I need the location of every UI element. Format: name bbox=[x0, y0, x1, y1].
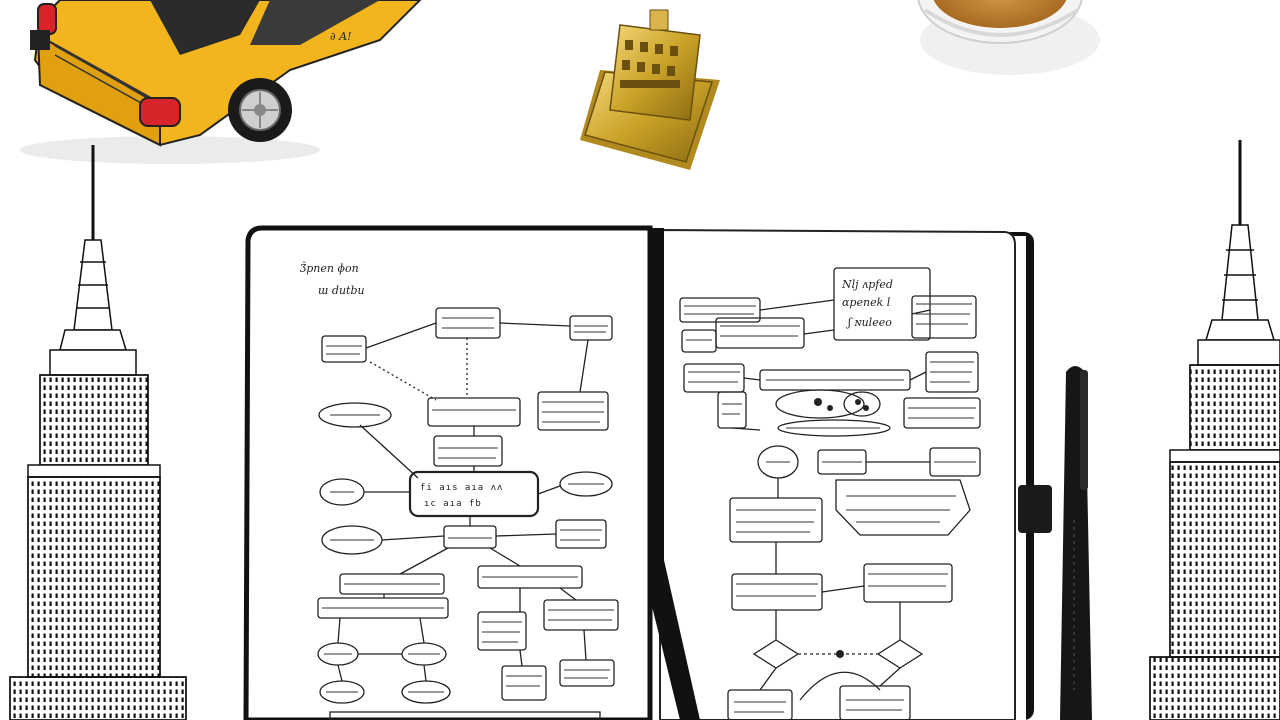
left-page-diagram: Ǯpnen ɸon ɯ dutbu bbox=[299, 261, 619, 720]
notebook bbox=[243, 225, 1052, 720]
right-header-line-3: ʃ ɴuleeo bbox=[845, 316, 892, 329]
left-central-node-line-2: ıc aıa fb bbox=[424, 499, 482, 509]
right-page-diagram: Nlj ʌpfed ɑpenek l ʃ ɴuleeo bbox=[679, 267, 981, 720]
left-header-line-1: Ǯpnen ɸon bbox=[299, 261, 359, 275]
right-header-line-1: Nlj ʌpfed bbox=[841, 278, 893, 291]
skyscraper-right-icon bbox=[1149, 140, 1280, 720]
pen-icon bbox=[1060, 366, 1092, 720]
right-header-line-2: ɑpenek l bbox=[842, 296, 891, 309]
gold-stamp-icon bbox=[580, 9, 720, 170]
taxi-toy: ∂ A! bbox=[20, 0, 422, 164]
coffee-cup-icon bbox=[917, 0, 1100, 75]
left-central-node-line-1: fi aıs aıa ʌʌ bbox=[420, 483, 503, 493]
taxi-roof-text: ∂ A! bbox=[330, 30, 352, 43]
skyscraper-left-icon bbox=[9, 145, 187, 720]
left-header-line-2: ɯ dutbu bbox=[318, 284, 365, 297]
